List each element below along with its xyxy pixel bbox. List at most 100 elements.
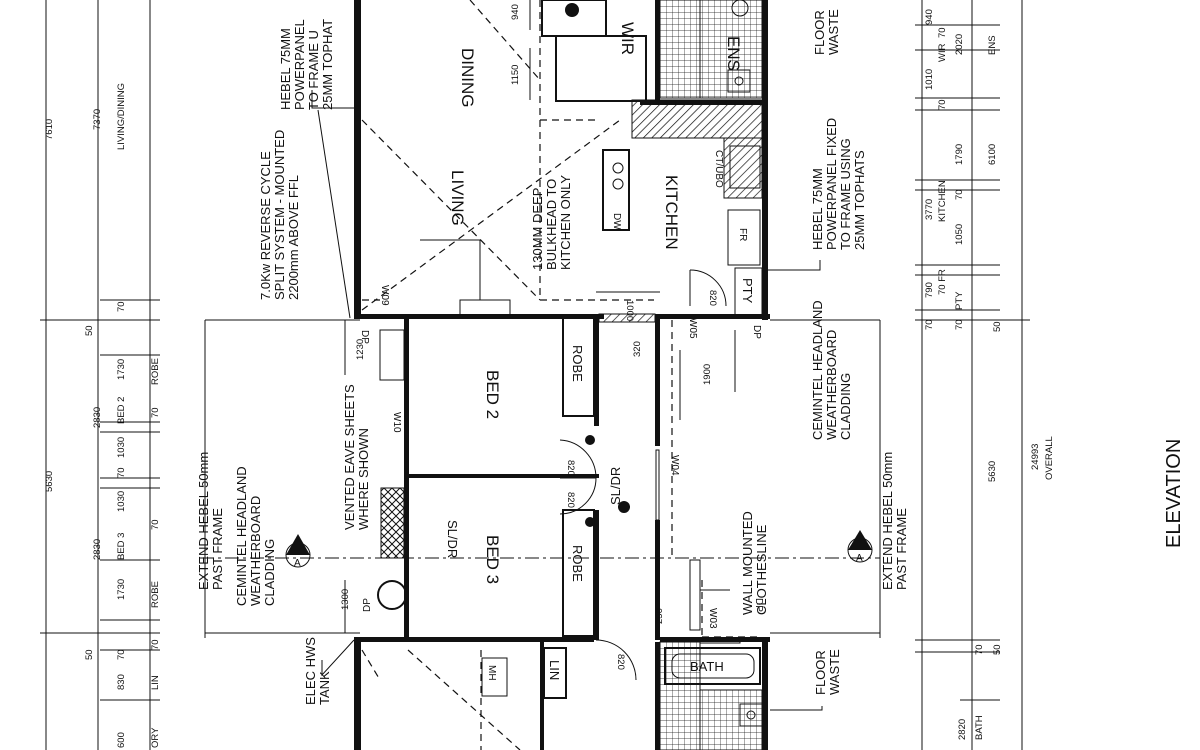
right-dimension-strip: 940 70 2020 ENS 1010 WIR 70 1790 6100 37… [915,0,1055,750]
dim-r-70b: 70 [937,99,948,110]
svg-text:25MM TOPHATS: 25MM TOPHATS [852,150,867,250]
room-dw: DW [611,213,622,230]
room-ens: ENS [724,36,743,71]
dim-70f: 70 [150,639,161,650]
room-bed2: BED 2 [483,370,502,419]
dim-story: ORY [150,727,161,748]
dim-r-6100: 6100 [987,144,998,165]
dashed-lines [200,0,880,750]
note-hebel-top: HEBEL 75MM POWERPANEL TO FRAME U 25MM TO… [278,19,335,110]
room-robe-b: ROBE [570,545,585,582]
svg-text:PAST FRAME: PAST FRAME [894,508,909,590]
svg-text:KITCHEN ONLY: KITCHEN ONLY [558,175,573,270]
svg-text:FLOOR: FLOOR [812,10,827,55]
dim-r-3770: 3770 [924,199,935,220]
walls [354,0,770,750]
dim-r-1010: 1010 [924,69,935,90]
room-kitchen: KITCHEN [662,175,681,250]
dim-70b: 70 [150,407,161,418]
window-tags: W09 W10 W05 W04 W03 [379,285,718,629]
room-lin: LIN [547,660,562,680]
dim-living-dining-label: LIVING/DINING [116,83,127,150]
dim-70c: 70 [116,467,127,478]
note-bulkhead: 130MM DEEP BULKHEAD TO KITCHEN ONLY [530,175,573,270]
dim-r-940: 940 [924,9,935,25]
dim-inner-1300: 1300 [340,589,351,610]
left-dimension-strip: 7610 7370 LIVING/DINING 70 50 1730 ROBE … [40,0,161,750]
dim-inner-250: 250 [654,608,665,624]
svg-text:BULKHEAD TO: BULKHEAD TO [544,179,559,270]
dim-70a: 70 [116,301,127,312]
svg-text:POWERPANEL FIXED: POWERPANEL FIXED [824,118,839,250]
note-split-system: 7.0Kw REVERSE CYCLE SPLIT SYSTEM - MOUNT… [258,130,301,300]
dim-50a: 50 [84,325,95,336]
note-dp-c: DP [362,598,373,612]
dim-r-2020: 2020 [954,34,965,55]
room-robe-a: ROBE [570,345,585,382]
dim-5630-left: 5630 [44,471,55,492]
svg-text:7.0Kw REVERSE CYCLE: 7.0Kw REVERSE CYCLE [258,151,273,300]
dim-inner-1230: 1230 [355,339,366,360]
svg-text:SPLIT SYSTEM - MOUNTED: SPLIT SYSTEM - MOUNTED [272,130,287,300]
note-extend-left: EXTEND HEBEL 50mm PAST FRAME [196,452,225,590]
svg-text:130MM DEEP: 130MM DEEP [530,188,545,270]
window-w09: W09 [379,285,390,306]
svg-text:TANK: TANK [317,671,332,705]
room-bed3: BED 3 [483,535,502,584]
dim-door-820a: 820 [565,460,576,476]
dim-door-820c: 820 [615,654,626,670]
dim-r-50: 50 [992,321,1003,332]
note-sldr-b: SL/DR [445,520,460,558]
svg-text:WALL MOUNTED: WALL MOUNTED [740,511,755,615]
svg-text:PAST FRAME: PAST FRAME [210,508,225,590]
dim-r-wir: WIR [937,43,948,62]
svg-text:EXTEND HEBEL 50mm: EXTEND HEBEL 50mm [880,452,895,590]
svg-text:WHERE SHOWN: WHERE SHOWN [356,428,371,530]
room-wir: WIR [618,22,637,55]
dim-r-24993: 24993 [1030,444,1041,470]
svg-text:25MM TOPHAT: 25MM TOPHAT [320,19,335,110]
dim-7610: 7610 [44,119,55,140]
svg-text:WASTE: WASTE [827,649,842,695]
note-cemintel-left: CEMINTEL HEADLAND WEATHERBOARD CLADDING [234,466,277,606]
dim-r-50b: 50 [992,644,1003,655]
svg-text:TO FRAME USING: TO FRAME USING [838,138,853,250]
dim-r-790: 790 [924,282,935,298]
dim-1730b: 1730 [116,579,127,600]
window-w05: W05 [687,318,698,339]
leader-lines [204,90,881,711]
dim-inner-1150: 1150 [510,65,521,85]
svg-text:CLOTHESLINE: CLOTHESLINE [754,524,769,615]
svg-text:CLADDING: CLADDING [262,539,277,606]
dim-r-kitchen: KITCHEN [937,180,948,222]
door-swings [559,269,727,681]
dim-r-1050: 1050 [954,224,965,245]
dim-inner-1900: 1900 [702,364,713,385]
hatched-walls [380,0,763,750]
svg-text:TO FRAME U: TO FRAME U [306,30,321,110]
dim-r-5630: 5630 [987,461,998,482]
svg-text:VENTED EAVE SHEETS: VENTED EAVE SHEETS [342,384,357,530]
svg-text:CLADDING: CLADDING [838,373,853,440]
dim-r-70a: 70 [937,27,948,38]
svg-text:HEBEL 75MM: HEBEL 75MM [810,168,825,250]
section-markers: A A [285,530,873,569]
note-floor-waste-bottom: FLOOR WASTE [813,649,842,695]
room-ctubo: CT/UBO [713,150,724,188]
dim-r-70f: 70 [974,644,985,655]
svg-text:POWERPANEL: POWERPANEL [292,19,307,110]
dim-1030a: 1030 [116,437,127,458]
svg-text:HEBEL 75MM: HEBEL 75MM [278,28,293,110]
dim-1730a: 1730 [116,359,127,380]
svg-text:WASTE: WASTE [826,9,841,55]
dim-7370: 7370 [92,109,103,130]
dim-inner-940: 940 [510,4,521,20]
note-extend-right: EXTEND HEBEL 50mm PAST FRAME [880,452,909,590]
room-dining: DINING [458,48,477,108]
svg-text:CEMINTEL HEADLAND: CEMINTEL HEADLAND [234,466,249,606]
note-clothesline: WALL MOUNTED CLOTHESLINE [740,511,769,615]
svg-text:WEATHERBOARD: WEATHERBOARD [248,496,263,606]
section-a-left: A [294,558,301,569]
note-floor-waste-top: FLOOR WASTE [812,9,841,55]
note-vented-eaves: VENTED EAVE SHEETS WHERE SHOWN [342,384,371,530]
